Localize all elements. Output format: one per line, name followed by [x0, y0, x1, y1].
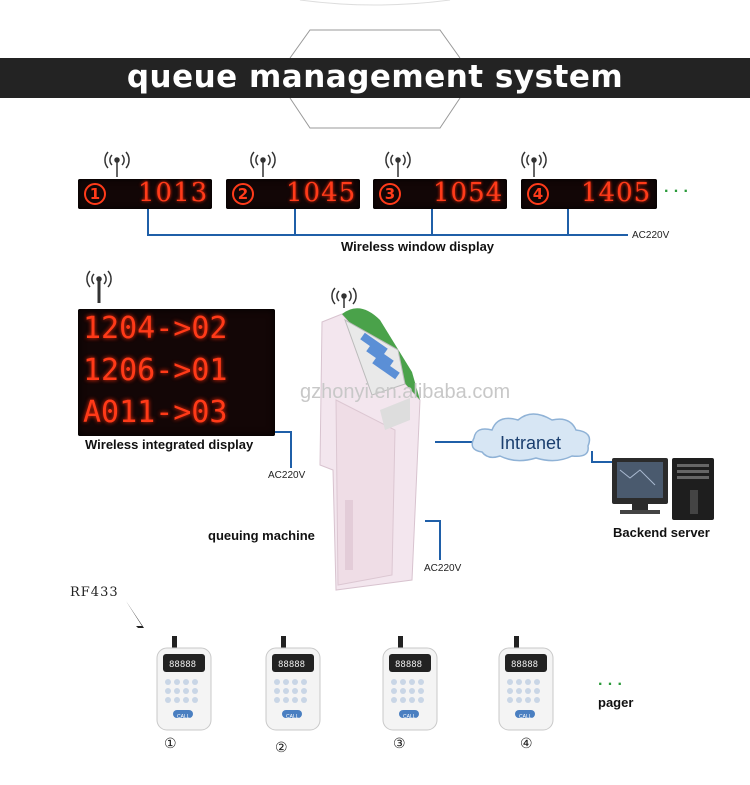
window-display-3: 3 1054 [373, 178, 507, 209]
pager-screen: 88888 [395, 660, 423, 670]
window-number: 1045 [286, 178, 357, 208]
pager-icon [498, 636, 554, 731]
page-title: queue management system [126, 59, 624, 95]
antenna-icons [86, 151, 547, 308]
pager-icon [265, 636, 321, 731]
integrated-display-power: AC220V [268, 470, 306, 481]
pager-number-2: ② [275, 740, 288, 756]
pager-icon [156, 636, 212, 731]
pager-number-1: ① [164, 736, 177, 752]
integrated-display: 1204->02 1206->01 A011->03 [78, 309, 275, 436]
pager-2: 88888 CALL [264, 636, 322, 732]
watermark: gzhonyi.en.alibaba.com [300, 381, 511, 403]
window-index: 1 [84, 183, 106, 205]
window-display-1: 1 1013 [78, 178, 212, 209]
window-index: 3 [379, 183, 401, 205]
pager-4: 88888 CALL [497, 636, 555, 732]
rf-label: RF433 [70, 585, 119, 600]
window-index: 4 [527, 183, 549, 205]
window-number: 1054 [433, 178, 504, 208]
pager-screen: 88888 [511, 660, 539, 670]
intranet-cloud [471, 413, 591, 462]
pager-3: 88888 CALL [381, 636, 439, 732]
pager-screen: 88888 [278, 660, 306, 670]
window-number: 1013 [138, 178, 209, 208]
pager-number-4: ④ [520, 736, 533, 752]
window-number: 1405 [581, 178, 652, 208]
window-display-2: 2 1045 [226, 178, 360, 209]
backend-server-label: Backend server [613, 525, 710, 540]
integrated-line: 1206->01 [83, 353, 228, 388]
window-display-power: AC220V [632, 230, 670, 241]
more-pagers-dots: · · · [598, 676, 623, 693]
queuing-machine-power: AC220V [424, 563, 462, 574]
backend-server-icon [612, 458, 714, 520]
pager-label: pager [598, 695, 634, 710]
pager-call-label: CALL [403, 714, 416, 720]
pager-icon [382, 636, 438, 731]
more-displays-dots: · · · [664, 183, 689, 200]
window-display-label: Wireless window display [341, 239, 495, 254]
queuing-machine-label: queuing machine [208, 528, 315, 543]
pager-call-label: CALL [286, 714, 299, 720]
title-banner [0, 58, 750, 98]
window-index: 2 [232, 183, 254, 205]
queuing-machine-kiosk [319, 308, 421, 591]
integrated-display-label: Wireless integrated display [85, 437, 254, 452]
integrated-line: A011->03 [83, 395, 228, 430]
integrated-line: 1204->02 [83, 311, 228, 346]
intranet-label: Intranet [500, 433, 562, 453]
pager-1: 88888 CALL [155, 636, 213, 732]
window-display-4: 4 1405 [521, 178, 657, 209]
pager-number-3: ③ [393, 736, 406, 752]
title-frame [289, 0, 461, 129]
rf-signal-icon [126, 601, 156, 646]
pager-screen: 88888 [169, 660, 197, 670]
pager-call-label: CALL [177, 714, 190, 720]
pager-call-label: CALL [519, 714, 532, 720]
